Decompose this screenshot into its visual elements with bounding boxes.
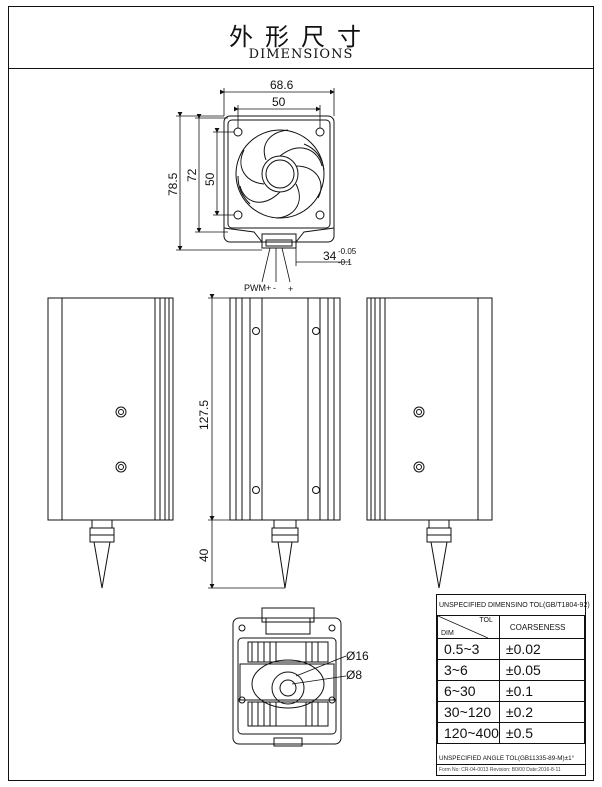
top-view (223, 115, 335, 249)
pin-negative-label: - (273, 283, 276, 293)
angle-tolerance-note: UNSPECIFIED ANGLE TOL(GB11335-89-M)±1° (439, 755, 575, 762)
form-number-note: Form No: CR-04-0013 Revision: B0/00 Date… (439, 767, 561, 773)
pin-pwm-label: PWM+ (244, 283, 271, 293)
pin-positive-label: + (288, 284, 293, 294)
side-view-left (47, 297, 174, 589)
bore-outer (271, 671, 305, 705)
dim-hole-spacing-h: 50 (272, 95, 286, 109)
range-cell: 30~120 (437, 701, 500, 723)
table-row: 120~400±0.5 (437, 722, 586, 744)
range-cell: 120~400 (437, 722, 500, 744)
fan-icon (235, 129, 325, 219)
drawing-frame: 外形尺寸 DIMENSIONS (8, 6, 594, 781)
table-row: 3~6±0.05 (437, 659, 586, 681)
table-row: 6~30±0.1 (437, 680, 586, 702)
value-cell: ±0.2 (498, 701, 586, 723)
dim-width-overall: 68.6 (270, 78, 294, 92)
bottom-view (232, 607, 342, 747)
range-cell: 6~30 (437, 680, 500, 702)
dim-spike-length: 40 (197, 548, 211, 562)
dim-diameter-inner: Ø8 (346, 668, 362, 682)
tol-header: TOL (479, 617, 493, 624)
title-chinese: 外形尺寸 (229, 23, 373, 51)
dim-diameter-outer: Ø16 (346, 649, 369, 663)
table-row: 30~120±0.2 (437, 701, 586, 723)
value-cell: ±0.02 (498, 638, 586, 660)
dim-body-length: 127.5 (197, 400, 211, 430)
title-block: 外形尺寸 DIMENSIONS (9, 7, 593, 69)
side-view-right (366, 297, 493, 589)
screw-icon (413, 406, 425, 473)
mounting-spike (93, 541, 111, 589)
table-header-row: TOL DIM COARSENESS (437, 615, 586, 639)
coarseness-header: COARSENESS (498, 615, 586, 639)
value-cell: ±0.05 (498, 659, 586, 681)
value-cell: ±0.5 (498, 722, 586, 744)
tolerance-table: UNSPECIFIED DIMENSINO TOL(GB/T1804-92) T… (436, 594, 590, 776)
top-view-body (223, 115, 335, 243)
dim-hole-spacing-v: 50 (203, 172, 217, 186)
side-view-center (229, 297, 341, 589)
range-cell: 3~6 (437, 659, 500, 681)
dim-connector-tol-lower: -0.1 (338, 258, 352, 267)
dim-height-fan: 72 (185, 168, 199, 182)
dim-height-overall: 78.5 (166, 172, 180, 196)
dim-header: DIM (441, 630, 454, 637)
dim-connector-tol-upper: -0.05 (338, 247, 357, 256)
table-row: 0.5~3±0.02 (437, 638, 586, 660)
fan-connector (261, 233, 297, 249)
screw-icon (252, 327, 320, 494)
bore-inner (279, 679, 297, 697)
mounting-spike (277, 541, 293, 589)
value-cell: ±0.1 (498, 680, 586, 702)
screw-icon (115, 406, 127, 473)
range-cell: 0.5~3 (437, 638, 500, 660)
tolerance-caption: UNSPECIFIED DIMENSINO TOL(GB/T1804-92) (439, 602, 590, 609)
title-english: DIMENSIONS (248, 47, 354, 62)
dim-connector: 34 (323, 249, 337, 263)
mounting-spike (430, 541, 448, 589)
